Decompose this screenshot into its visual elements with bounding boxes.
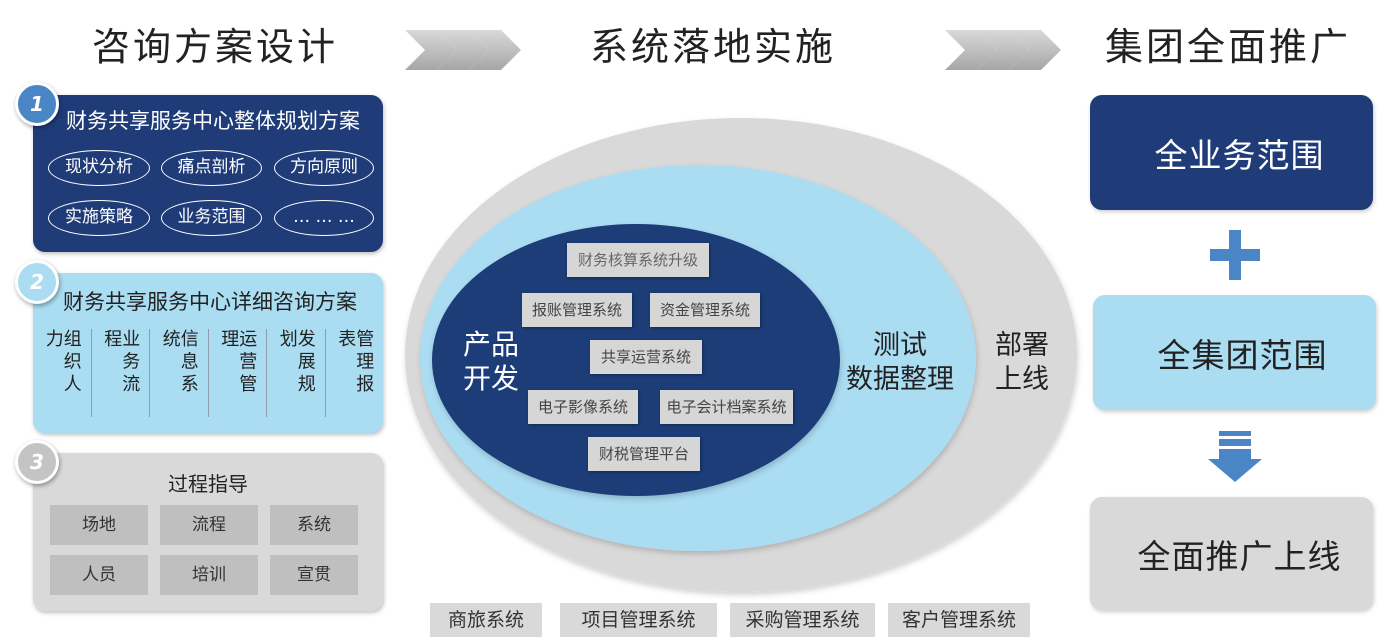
stage-deployment-line2: 上线 [995, 364, 1049, 395]
detailed-plan-column: 运营管理 [207, 329, 267, 417]
chevron-right-icon [977, 30, 1029, 70]
system-shared-operations: 共享运营系统 [590, 340, 702, 374]
system-accounting-upgrade: 财务核算系统升级 [567, 243, 709, 277]
system-customer-management: 客户管理系统 [888, 603, 1030, 637]
detailed-plan-column: 业务流程 [90, 329, 150, 417]
system-electronic-archive: 电子会计档案系统 [660, 390, 793, 424]
detailed-plan-title: 财务共享服务中心详细咨询方案 [63, 290, 357, 314]
column-management-reports: 管理报表 [335, 329, 375, 397]
tag-more: … … … [274, 200, 374, 236]
chevron-right-icon [405, 30, 457, 70]
column-operations: 运营管理 [218, 329, 258, 397]
detailed-plan-card: 财务共享服务中心详细咨询方案 组织人力 业务流程 信息系统 运营管理 发展规划 … [33, 273, 383, 433]
rollout-step-all-business: 全业务范围 [1090, 95, 1373, 210]
guidance-item-training: 培训 [160, 555, 258, 595]
guidance-item-venue: 场地 [50, 505, 148, 545]
tag-direction-principles: 方向原则 [274, 150, 374, 186]
stage-development-line1: 产品 [462, 328, 519, 361]
detailed-plan-column: 组织人力 [33, 329, 91, 417]
guidance-item-process: 流程 [160, 505, 258, 545]
detailed-plan-column: 发展规划 [266, 329, 325, 417]
rollout-step-full-launch: 全面推广上线 [1090, 497, 1373, 610]
tag-pain-point-analysis: 痛点剖析 [161, 150, 262, 186]
overall-plan-title: 财务共享服务中心整体规划方案 [66, 109, 360, 133]
stage-testing: 测试 数据整理 [835, 329, 965, 397]
tag-business-scope: 业务范围 [161, 200, 262, 236]
guidance-item-system: 系统 [270, 505, 358, 545]
system-expense-reimbursement: 报账管理系统 [522, 293, 632, 327]
column-organization-hr: 组织人力 [42, 329, 82, 397]
step-badge-3: 3 [15, 440, 59, 484]
tag-implementation-strategy: 实施策略 [48, 200, 150, 236]
stage-development-line2: 开发 [462, 362, 519, 395]
chevron-arrow-2 [945, 30, 1061, 70]
overall-plan-card: 财务共享服务中心整体规划方案 现状分析 痛点剖析 方向原则 实施策略 业务范围 … [33, 95, 383, 252]
header-consulting: 咨询方案设计 [91, 25, 338, 69]
rollout-step-all-group: 全集团范围 [1093, 295, 1376, 410]
system-treasury: 资金管理系统 [650, 293, 760, 327]
guidance-title: 过程指导 [168, 472, 248, 496]
stage-deployment: 部署 上线 [985, 329, 1059, 397]
tag-status-analysis: 现状分析 [48, 150, 150, 186]
chevron-right-icon [469, 30, 521, 70]
plus-icon [1210, 230, 1260, 280]
column-development-plan: 发展规划 [276, 329, 316, 397]
guidance-item-personnel: 人员 [50, 555, 148, 595]
stage-testing-line1: 测试 [873, 330, 927, 361]
guidance-item-promotion: 宣贯 [270, 555, 358, 595]
column-business-process: 业务流程 [101, 329, 141, 397]
stage-deployment-line1: 部署 [995, 330, 1049, 361]
chevron-arrow-1 [405, 30, 521, 70]
stage-testing-line2: 数据整理 [846, 364, 954, 395]
detailed-plan-column: 管理报表 [324, 329, 384, 417]
system-electronic-imaging: 电子影像系统 [528, 390, 638, 424]
column-information-system: 信息系统 [159, 329, 199, 397]
step-badge-1: 1 [15, 82, 59, 126]
header-rollout: 集团全面推广 [1104, 25, 1351, 69]
header-implementation: 系统落地实施 [589, 25, 836, 69]
detailed-plan-column: 信息系统 [149, 329, 208, 417]
guidance-card: 过程指导 场地 流程 系统 人员 培训 宣贯 [33, 453, 383, 611]
system-project-management: 项目管理系统 [560, 603, 717, 637]
chevron-right-icon [1009, 30, 1061, 70]
arrow-down-icon [1208, 431, 1262, 482]
system-tax-management: 财税管理平台 [588, 437, 700, 471]
system-travel: 商旅系统 [430, 603, 542, 637]
stage-development: 产品 开发 [455, 328, 527, 396]
step-badge-2: 2 [15, 260, 59, 304]
chevron-right-icon [437, 30, 489, 70]
detailed-plan-columns: 组织人力 业务流程 信息系统 运营管理 发展规划 管理报表 [33, 329, 383, 417]
chevron-right-icon [945, 30, 997, 70]
system-procurement: 采购管理系统 [730, 603, 875, 637]
